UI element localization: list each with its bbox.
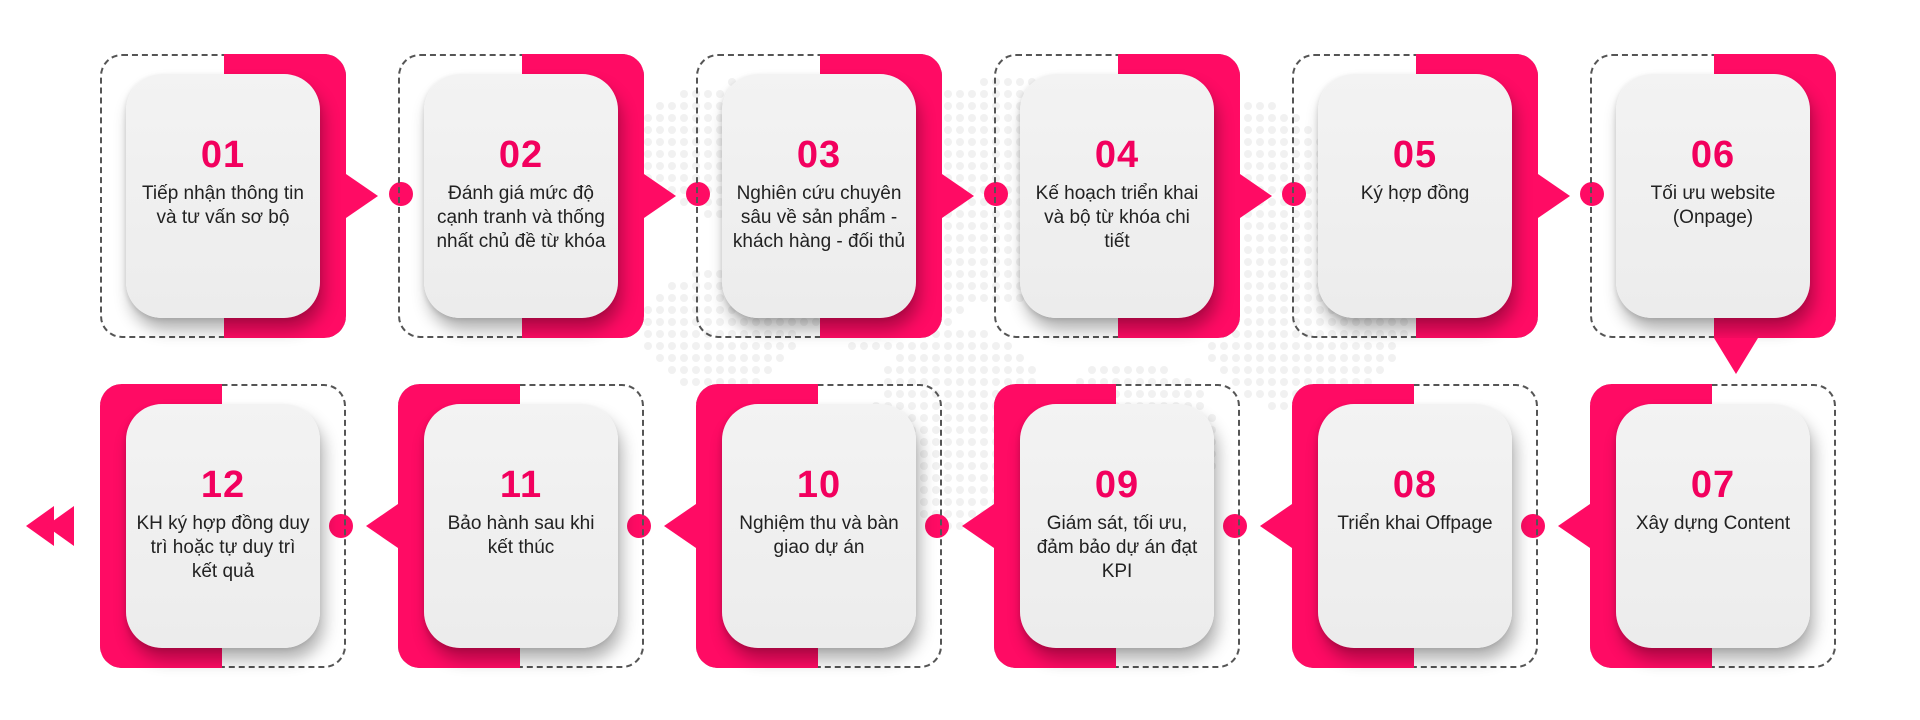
connector-dot: [984, 182, 1008, 206]
step-06: 06 Tối ưu website (Onpage): [1590, 54, 1836, 338]
step-number: 05: [1392, 134, 1438, 176]
step-text: Nghiên cứu chuyên sâu về sản phẩm - khác…: [732, 183, 906, 252]
step-text: Kế hoạch triển khai và bộ từ khóa chi ti…: [1035, 183, 1199, 252]
step-09: 09 Giám sát, tối ưu, đảm bảo dự án đạt K…: [962, 384, 1240, 668]
arrow-down-tip: [1714, 338, 1758, 374]
step-card: 02 Đánh giá mức độ cạnh tranh và thống n…: [424, 74, 618, 318]
arrow-left-tip: [1260, 504, 1292, 548]
connector-dot: [1580, 182, 1604, 206]
step-11: 11 Bảo hành sau khi kết thúc: [366, 384, 644, 668]
connector-dot: [1282, 182, 1306, 206]
step-card: 01 Tiếp nhận thông tin và tư vấn sơ bộ: [126, 74, 320, 318]
step-card: 07 Xây dựng Content: [1616, 404, 1810, 648]
end-arrow-left-icon: [46, 506, 74, 546]
step-card: 05 Ký hợp đồng: [1318, 74, 1512, 318]
arrow-left-tip: [366, 504, 398, 548]
step-08: 08 Triển khai Offpage: [1260, 384, 1538, 668]
connector-dot: [329, 514, 353, 538]
step-card: 11 Bảo hành sau khi kết thúc: [424, 404, 618, 648]
arrow-right-tip: [1538, 174, 1570, 218]
arrow-right-tip: [1240, 174, 1272, 218]
step-number: 04: [1094, 134, 1140, 176]
connector-dot: [1521, 514, 1545, 538]
connector-dot: [925, 514, 949, 538]
step-number: 02: [498, 134, 544, 176]
step-text: Xây dựng Content: [1635, 513, 1791, 534]
step-07: 07 Xây dựng Content: [1558, 384, 1836, 668]
arrow-left-tip: [664, 504, 696, 548]
step-03: 03 Nghiên cứu chuyên sâu về sản phẩm - k…: [696, 54, 974, 338]
step-text: Tối ưu website (Onpage): [1650, 183, 1776, 228]
step-text: Đánh giá mức độ cạnh tranh và thống nhất…: [436, 183, 606, 252]
step-01: 01 Tiếp nhận thông tin và tư vấn sơ bộ: [100, 54, 378, 338]
arrow-left-tip: [1558, 504, 1590, 548]
step-text: Triển khai Offpage: [1337, 513, 1493, 534]
step-number: 11: [499, 464, 543, 506]
connector-dot: [627, 514, 651, 538]
step-text: Tiếp nhận thông tin và tư vấn sơ bộ: [142, 183, 304, 228]
step-05: 05 Ký hợp đồng: [1292, 54, 1570, 338]
step-text: Bảo hành sau khi kết thúc: [447, 513, 595, 558]
arrow-right-tip: [942, 174, 974, 218]
arrow-left-tip: [962, 504, 994, 548]
step-number: 06: [1690, 134, 1736, 176]
step-number: 01: [200, 134, 246, 176]
step-number: 03: [796, 134, 842, 176]
arrow-right-tip: [346, 174, 378, 218]
step-card: 08 Triển khai Offpage: [1318, 404, 1512, 648]
step-number: 10: [796, 464, 842, 506]
step-text: Giám sát, tối ưu, đảm bảo dự án đạt KPI: [1036, 513, 1198, 582]
step-04: 04 Kế hoạch triển khai và bộ từ khóa chi…: [994, 54, 1272, 338]
step-card: 12 KH ký hợp đồng duy trì hoặc tự duy tr…: [126, 404, 320, 648]
step-number: 08: [1392, 464, 1438, 506]
step-number: 07: [1690, 464, 1736, 506]
step-card: 06 Tối ưu website (Onpage): [1616, 74, 1810, 318]
connector-dot: [389, 182, 413, 206]
step-12: 12 KH ký hợp đồng duy trì hoặc tự duy tr…: [100, 384, 346, 668]
step-02: 02 Đánh giá mức độ cạnh tranh và thống n…: [398, 54, 676, 338]
step-text: Ký hợp đồng: [1360, 183, 1470, 204]
arrow-right-tip: [644, 174, 676, 218]
step-text: Nghiệm thu và bàn giao dự án: [739, 513, 899, 558]
step-card: 10 Nghiệm thu và bàn giao dự án: [722, 404, 916, 648]
connector-dot: [1223, 514, 1247, 538]
step-card: 04 Kế hoạch triển khai và bộ từ khóa chi…: [1020, 74, 1214, 318]
step-card: 09 Giám sát, tối ưu, đảm bảo dự án đạt K…: [1020, 404, 1214, 648]
step-10: 10 Nghiệm thu và bàn giao dự án: [664, 384, 942, 668]
step-number: 09: [1094, 464, 1140, 506]
step-number: 12: [200, 464, 246, 506]
step-card: 03 Nghiên cứu chuyên sâu về sản phẩm - k…: [722, 74, 916, 318]
step-text: KH ký hợp đồng duy trì hoặc tự duy trì k…: [136, 513, 310, 582]
connector-dot: [686, 182, 710, 206]
